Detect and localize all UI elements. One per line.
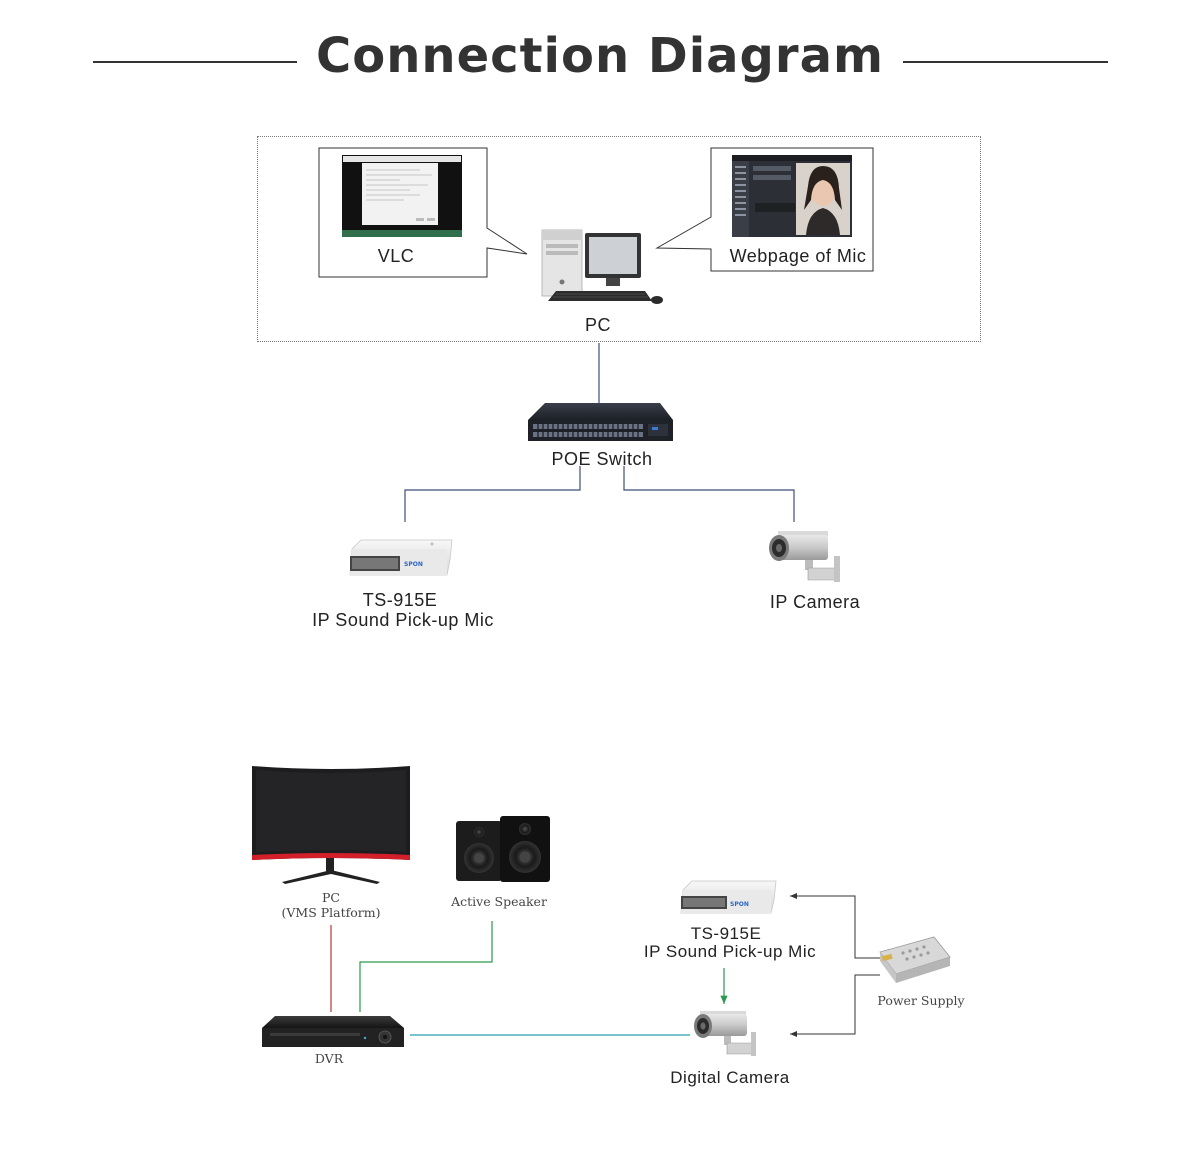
- digital-camera-graphic: [694, 1011, 756, 1056]
- mic-device-graphic: SPON: [349, 539, 453, 576]
- pc-label: PC: [584, 315, 611, 335]
- pc-vms-sub-label: (VMS Platform): [281, 905, 381, 920]
- speaker-graphic: [456, 816, 550, 882]
- webpage-callout: [655, 147, 874, 272]
- pc-computer-graphic: [541, 229, 663, 304]
- poe-switch-label: POE Switch: [551, 449, 653, 469]
- svg-text:SPON: SPON: [730, 901, 749, 908]
- poe-switch-graphic: [528, 403, 673, 441]
- ip-camera-graphic: [769, 531, 840, 582]
- ip-camera-label: IP Camera: [769, 592, 861, 612]
- power-supply-graphic: [879, 936, 951, 983]
- vlc-label: VLC: [377, 246, 415, 266]
- line-switch-mic: [404, 466, 581, 522]
- pc-vms-label: PC: [322, 890, 340, 905]
- line-switch-camera: [623, 466, 795, 522]
- mic-device-2-graphic: SPON: [680, 880, 777, 914]
- mic2-name-label: IP Sound Pick-up Mic: [643, 942, 817, 961]
- svg-text:SPON: SPON: [404, 561, 423, 568]
- title-rule-left: [93, 61, 297, 63]
- dvr-label: DVR: [314, 1051, 344, 1066]
- digital-camera-label: Digital Camera: [670, 1068, 790, 1087]
- line-power-mic: [790, 893, 880, 959]
- vlc-callout: [318, 147, 528, 278]
- line-power-camera: [790, 974, 880, 1037]
- power-supply-label: Power Supply: [877, 993, 965, 1008]
- monitor-graphic: [252, 766, 410, 884]
- dvr-graphic: [262, 1016, 404, 1047]
- line-speaker-dvr: [359, 921, 493, 1012]
- mic-model-label: TS-915E: [362, 590, 438, 610]
- webpage-label: Webpage of Mic: [729, 246, 867, 266]
- mic-name-label: IP Sound Pick-up Mic: [312, 610, 494, 630]
- mic2-model-label: TS-915E: [690, 924, 762, 943]
- pc-group-box: [257, 136, 981, 342]
- page-title: Connection Diagram: [316, 28, 884, 84]
- active-speaker-label: Active Speaker: [451, 894, 547, 909]
- title-rule-right: [903, 61, 1108, 63]
